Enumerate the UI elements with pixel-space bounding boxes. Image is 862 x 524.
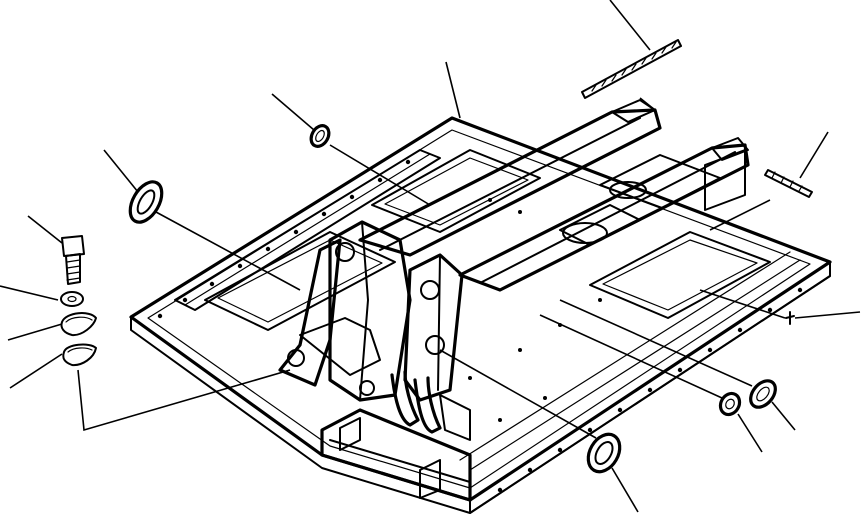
ring-icon[interactable] bbox=[308, 122, 333, 149]
right-tower bbox=[403, 253, 464, 402]
bolt-icon[interactable] bbox=[61, 235, 85, 285]
left-rear-opening bbox=[371, 149, 541, 233]
pin-icon[interactable] bbox=[785, 311, 795, 325]
rod-icon[interactable] bbox=[764, 169, 813, 198]
left-channel bbox=[174, 149, 441, 311]
right-opening bbox=[589, 231, 771, 319]
front-rail bbox=[320, 408, 472, 502]
main-frame bbox=[129, 99, 832, 514]
ring-icon[interactable] bbox=[582, 429, 626, 478]
ring-icon[interactable] bbox=[124, 176, 169, 227]
cylinder-mount bbox=[299, 317, 381, 376]
hook-1 bbox=[390, 370, 420, 427]
boom-arm-lower bbox=[458, 143, 750, 292]
left-opening bbox=[204, 231, 396, 331]
shim-icon[interactable] bbox=[62, 343, 97, 367]
ring-icon[interactable] bbox=[717, 390, 744, 418]
ring-icon[interactable] bbox=[746, 376, 781, 412]
washer-icon[interactable] bbox=[60, 291, 84, 307]
pivot-hole-right bbox=[420, 280, 440, 300]
edge-bolt-holes bbox=[157, 159, 803, 493]
rear-bracket bbox=[704, 149, 746, 211]
center-tower bbox=[328, 220, 412, 402]
hook-2 bbox=[413, 376, 442, 434]
pivot-hole-upper bbox=[335, 242, 355, 262]
callout-leaders bbox=[0, 0, 861, 513]
deck-plate-edge bbox=[130, 261, 831, 514]
left-linkage bbox=[278, 238, 342, 387]
rod-icon[interactable] bbox=[581, 39, 682, 99]
shim-icon[interactable] bbox=[60, 312, 97, 337]
